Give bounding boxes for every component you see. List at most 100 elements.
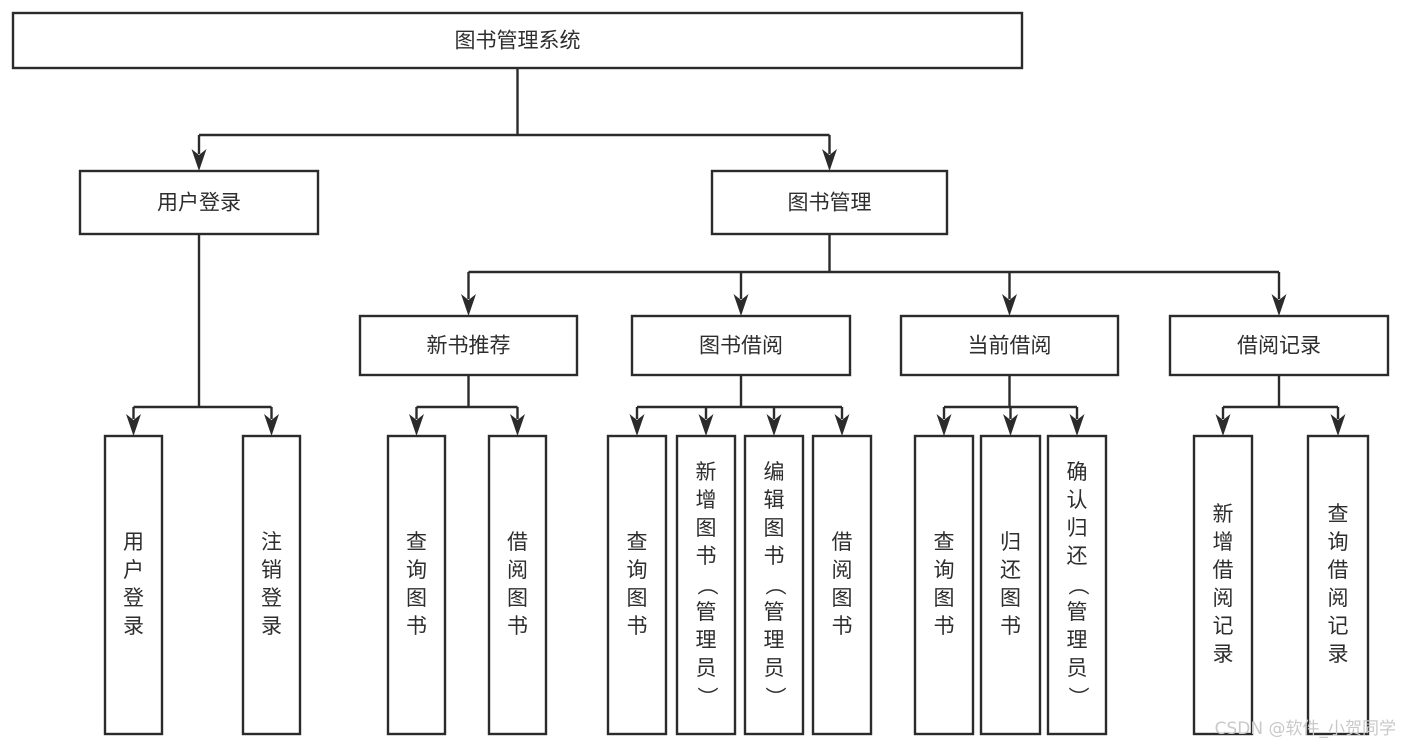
node-label-char: 编 xyxy=(764,460,785,484)
node-borrow-record[interactable]: 借阅记录 xyxy=(1168,314,1390,377)
node-label-char: 询 xyxy=(934,558,955,582)
node-label-char: 员 xyxy=(696,656,717,680)
node-label-char: 录 xyxy=(261,614,282,638)
node-book-borrow[interactable]: 图书借阅 xyxy=(630,314,852,377)
node-box xyxy=(606,434,668,736)
node-label-char: 管 xyxy=(1067,600,1088,624)
arrow-head-icon xyxy=(409,414,424,436)
arrow-head-icon xyxy=(629,414,645,436)
node-root[interactable]: 图书管理系统 xyxy=(11,11,1024,70)
node-new-book-recommend[interactable]: 新书推荐 xyxy=(358,314,579,377)
node-box xyxy=(358,314,579,377)
node-label-char: 增 xyxy=(696,488,717,512)
node-label: 用户登录 xyxy=(157,191,241,215)
node-label-char: 归 xyxy=(1000,530,1021,554)
node-label-char: ） xyxy=(695,687,719,708)
node-label-char: 记 xyxy=(1213,614,1234,638)
node-label-char: 户 xyxy=(123,558,144,582)
node-label-char: 图 xyxy=(627,586,648,610)
arrow-head-icon xyxy=(1003,414,1018,436)
node-label-char: 用 xyxy=(123,530,144,554)
node-leaf-user-login[interactable]: 用户登录 xyxy=(103,434,164,736)
node-label-char: 图 xyxy=(696,516,717,540)
node-label: 图书管理 xyxy=(788,191,872,215)
node-label-char: 还 xyxy=(1067,544,1088,568)
arrow-head-icon xyxy=(733,294,749,316)
arrow-head-icon xyxy=(264,414,279,436)
node-label-char: 还 xyxy=(1000,558,1021,582)
node-label-char: 书 xyxy=(1000,614,1021,638)
node-label-char: 登 xyxy=(261,586,282,610)
node-label-char: 新 xyxy=(1213,502,1234,526)
node-label-char: 员 xyxy=(1067,656,1088,680)
node-box xyxy=(11,11,1024,70)
arrow-head-icon xyxy=(1330,414,1346,436)
arrow-head-icon xyxy=(1271,294,1287,316)
arrow-head-icon xyxy=(822,149,837,171)
node-label-char: 理 xyxy=(764,628,785,652)
node-book-manage[interactable]: 图书管理 xyxy=(710,169,949,236)
node-label-char: 借 xyxy=(1213,558,1234,582)
node-label-char: 查 xyxy=(627,530,648,554)
node-label-char: 阅 xyxy=(1213,586,1234,610)
node-label-char: 阅 xyxy=(1328,586,1349,610)
node-box xyxy=(979,434,1042,736)
arrow-head-icon xyxy=(698,414,714,436)
arrow-head-icon xyxy=(766,414,782,436)
node-label-char: 阅 xyxy=(832,558,853,582)
node-box xyxy=(1046,434,1108,736)
node-current-borrow[interactable]: 当前借阅 xyxy=(899,314,1120,377)
arrow-head-icon xyxy=(1002,294,1017,316)
node-label-char: 图 xyxy=(764,516,785,540)
watermark-label: CSDN @软件_小贺同学 xyxy=(1215,719,1396,739)
node-label: 当前借阅 xyxy=(968,334,1052,358)
node-box xyxy=(899,314,1120,377)
node-label-char: 归 xyxy=(1067,516,1088,540)
node-box xyxy=(913,434,975,736)
node-label-char: 员 xyxy=(764,656,785,680)
node-label-char: 书 xyxy=(507,614,528,638)
node-label-char: 书 xyxy=(832,614,853,638)
node-layer: 图书管理系统用户登录图书管理新书推荐图书借阅当前借阅借阅记录用户登录注销登录查询… xyxy=(11,11,1390,736)
node-label-char: 辑 xyxy=(764,488,785,512)
node-box xyxy=(811,434,873,736)
arrow-head-icon xyxy=(834,414,850,436)
node-box xyxy=(630,314,852,377)
node-label: 图书管理系统 xyxy=(455,29,581,53)
node-label-char: （ xyxy=(695,575,719,596)
node-label-char: 记 xyxy=(1328,614,1349,638)
node-label: 用户登录 xyxy=(123,530,144,638)
node-box xyxy=(103,434,164,736)
connector-layer xyxy=(126,68,1346,436)
node-label-char: ） xyxy=(763,687,787,708)
node-label-char: 录 xyxy=(123,614,144,638)
node-box xyxy=(743,434,805,736)
arrow-head-icon xyxy=(936,414,952,436)
node-box xyxy=(1192,434,1254,736)
node-box xyxy=(386,434,447,736)
node-user-login[interactable]: 用户登录 xyxy=(78,169,320,236)
node-label-char: 书 xyxy=(406,614,427,638)
node-label: 借阅记录 xyxy=(1237,334,1321,358)
arrow-head-icon xyxy=(510,414,525,436)
node-box xyxy=(1306,434,1370,736)
